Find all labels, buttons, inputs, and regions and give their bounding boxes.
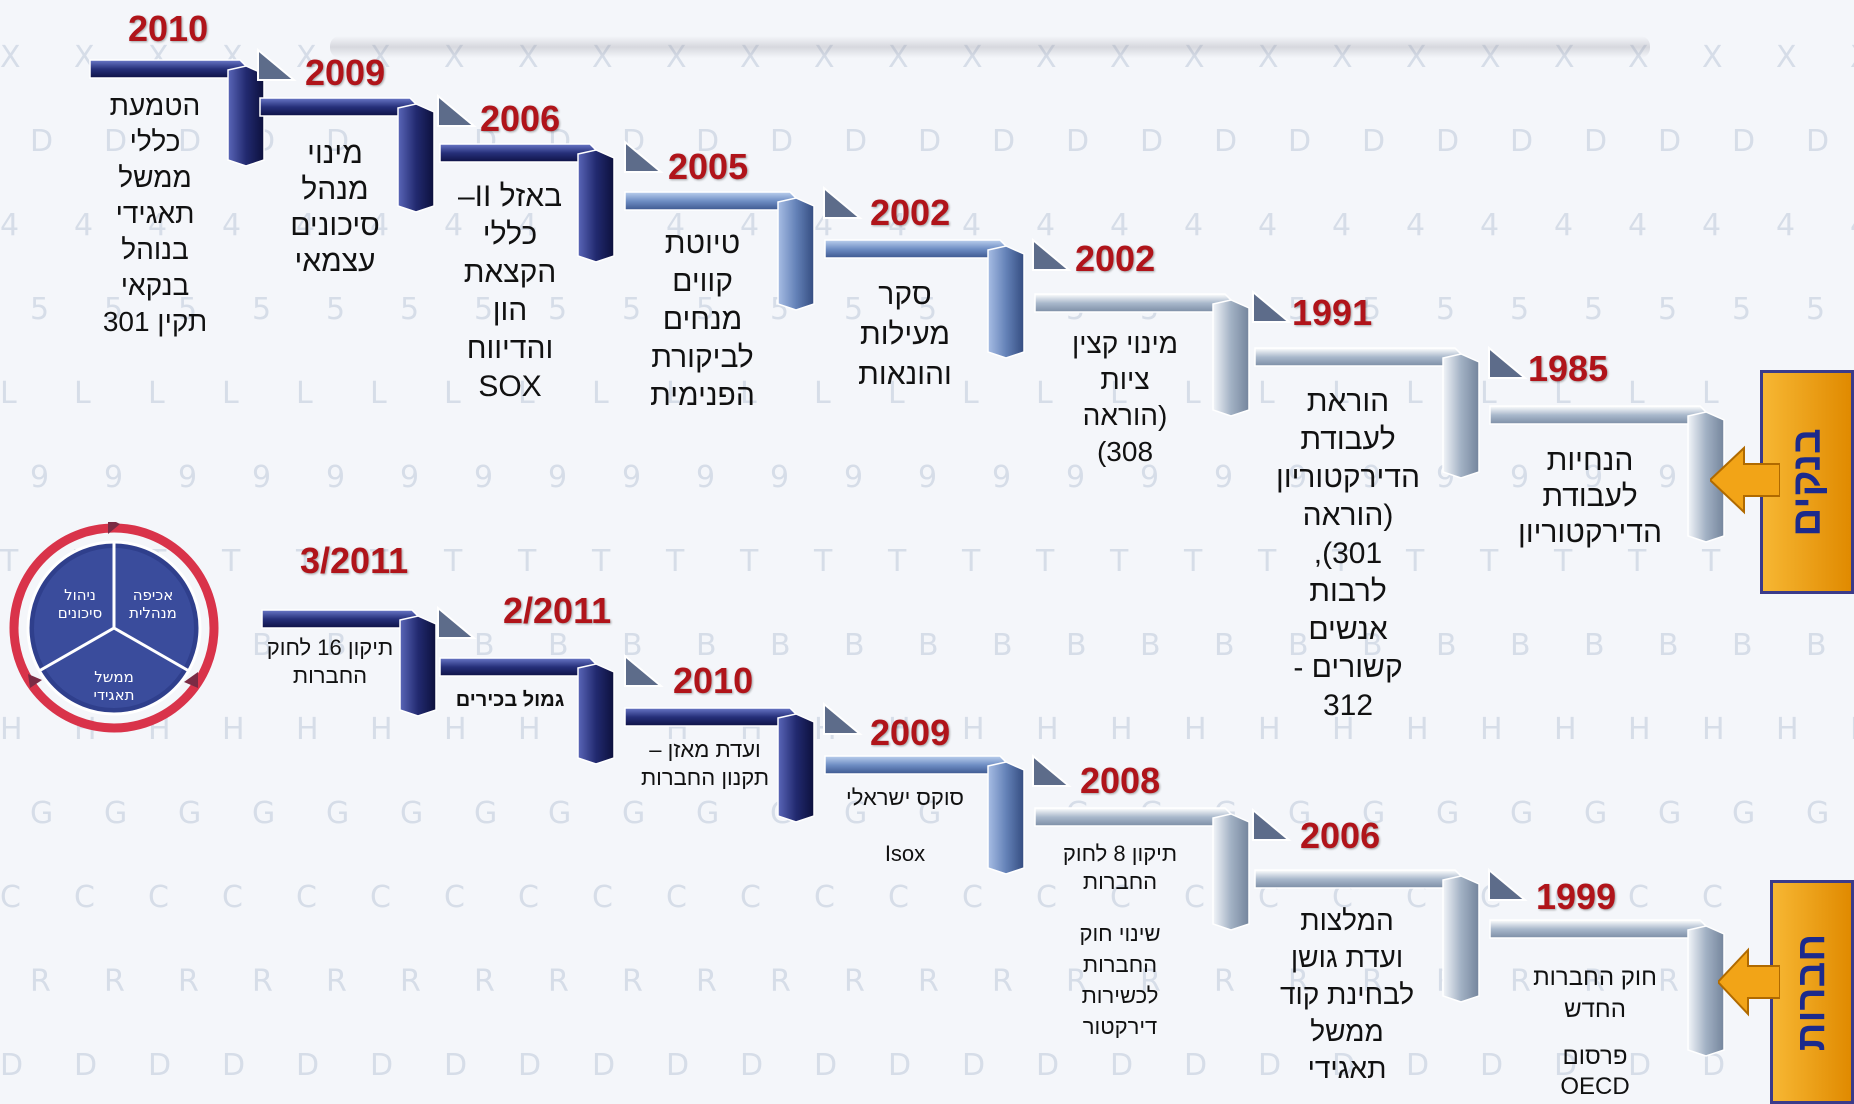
step-marker-icon <box>823 701 863 735</box>
milestone-text: סקר מעילות והונאות <box>858 278 952 391</box>
step-marker-icon <box>823 185 863 219</box>
step-marker-icon <box>437 605 477 639</box>
timeline-step <box>261 609 437 717</box>
timeline-step <box>824 239 1025 359</box>
year-label: 2/2011 <box>503 590 612 631</box>
timeline-step <box>439 657 615 765</box>
milestone-subtext: פרסום OECD <box>1560 1043 1630 1100</box>
milestone-text: סוקס ישראלי Isox <box>846 785 964 866</box>
companies-sidebar-box: חברות <box>1770 880 1854 1104</box>
timeline-step <box>439 143 615 263</box>
timeline-step <box>1489 405 1725 543</box>
cycle-top-right-2: מנהלית <box>129 604 177 622</box>
step-marker-icon <box>1252 289 1292 323</box>
year-label: 2010 <box>673 660 754 701</box>
timeline-step <box>1254 869 1480 1003</box>
year-label: 1985 <box>1528 348 1609 389</box>
milestone-text: הנחיות לעבודת הדירקטוריון <box>1518 444 1662 549</box>
milestone-text: ועדת מאזן – תקנון החברות <box>640 737 770 790</box>
year-label: 2006 <box>1300 815 1381 856</box>
step-marker-icon <box>624 139 664 173</box>
step-marker-icon <box>1252 807 1292 841</box>
milestone-subtext: שינוי חוק החברות לכשירות דירקטור <box>1079 921 1161 1039</box>
milestone-text: הטמעת כללי ממשל תאגידי בנוהל בנקאי תקין … <box>102 90 208 337</box>
cycle-top-right-1: אכיפה <box>133 586 173 604</box>
year-label: 2010 <box>128 8 209 49</box>
year-label: 1999 <box>1536 876 1617 917</box>
timeline-step <box>624 191 815 311</box>
milestone-text: חוק החברות החדש <box>1533 964 1657 1023</box>
step-marker-icon <box>1488 867 1528 901</box>
companies-label: חברות <box>1789 933 1834 1051</box>
timeline-step <box>1254 347 1480 479</box>
year-label: 2009 <box>305 52 386 93</box>
year-label: 3/2011 <box>300 540 409 581</box>
milestone-text: תיקון 16 לחוק החברות <box>266 635 394 688</box>
cycle-bottom-2: תאגידי <box>94 686 135 704</box>
timeline-step <box>1034 293 1250 417</box>
timeline-step <box>824 755 1025 875</box>
milestone-text: תיקון 8 לחוק החברות <box>1062 841 1178 894</box>
milestone-text: מינוי מנהל סיכונים עצמאי <box>290 137 380 278</box>
timeline-step <box>89 59 265 167</box>
year-label: 2002 <box>870 192 951 233</box>
step-marker-icon <box>257 47 297 81</box>
step-marker-icon <box>437 93 477 127</box>
year-label: 2002 <box>1075 238 1156 279</box>
step-marker-icon <box>624 653 664 687</box>
timeline-step <box>259 97 435 213</box>
step-marker-icon <box>1488 345 1528 379</box>
timeline-step <box>1034 807 1250 931</box>
milestone-text: גמול בכירים <box>455 689 565 711</box>
milestone-text: הוראת לעבודת הדירקטוריון (הוראה 301), לר… <box>1276 385 1420 722</box>
year-label: 2008 <box>1080 760 1161 801</box>
governance-cycle-diagram: ניהול סיכונים אכיפה מנהלית ממשל תאגידי <box>9 522 219 733</box>
timeline-step <box>624 707 815 823</box>
banks-arrow-icon <box>1710 445 1780 515</box>
cycle-bottom-1: ממשל <box>94 668 134 686</box>
step-marker-icon <box>1032 753 1072 787</box>
milestone-text: טיוטת קווים מנחים לביקורת הפנימית <box>650 227 755 412</box>
year-label: 2005 <box>668 146 749 187</box>
cycle-top-left-1: ניהול <box>64 586 96 604</box>
milestone-text: המלצות ועדת גושן לבחינת קוד ממשל תאגידי <box>1279 905 1415 1084</box>
banks-label: בנקים <box>1784 427 1829 537</box>
step-marker-icon <box>1032 237 1072 271</box>
timeline-step <box>1489 919 1725 1057</box>
year-label: 2009 <box>870 712 951 753</box>
year-label: 1991 <box>1292 292 1373 333</box>
milestone-text: באזל II– כללי הקצאת הון והדיווח SOX <box>457 180 563 403</box>
header-shadow-bar <box>330 36 1650 58</box>
milestone-text: מינוי קצין ציות (הוראה 308) <box>1071 328 1179 467</box>
cycle-top-left-2: סיכונים <box>58 604 102 622</box>
year-label: 2006 <box>480 98 561 139</box>
companies-arrow-icon <box>1718 947 1780 1017</box>
